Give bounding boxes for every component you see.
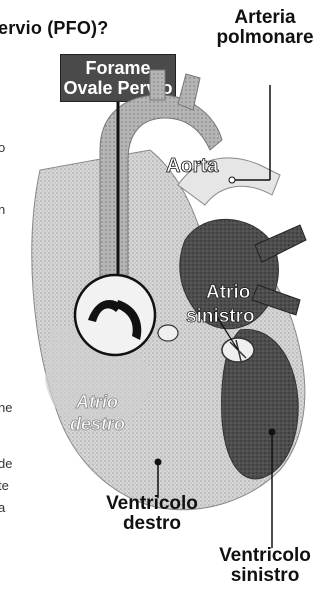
label-atrio-sinistro-1: Atrio — [206, 282, 250, 303]
aorta-branch-1 — [150, 70, 165, 100]
vs-line1: Ventricolo — [205, 546, 324, 566]
label-atrio-destro-2: destro — [70, 414, 125, 434]
vd-line1: Ventricolo — [92, 494, 212, 514]
vs-line2: sinistro — [205, 566, 324, 586]
label-ventricolo-destro: Ventricolo destro — [92, 494, 212, 534]
label-atrio-destro-1: Atrio — [75, 392, 118, 412]
label-ventricolo-sinistro: Ventricolo sinistro — [205, 546, 324, 586]
foramen-magnifier — [75, 275, 155, 355]
label-atrio-sinistro-2: sinistro — [186, 306, 255, 327]
vd-line2: destro — [92, 514, 212, 534]
tricuspid-valve — [158, 325, 178, 341]
pulmonary-vein-upper — [255, 225, 306, 262]
label-aorta: Aorta — [166, 155, 219, 177]
aorta-branch-2 — [178, 74, 200, 110]
